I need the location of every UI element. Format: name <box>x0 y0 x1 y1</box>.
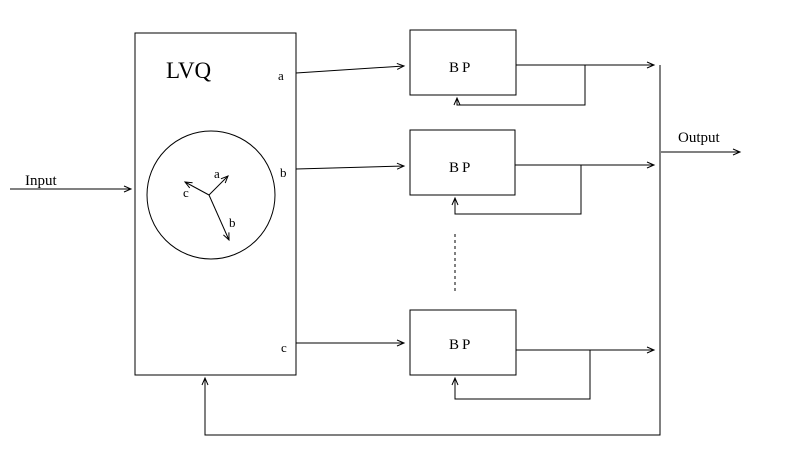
bp3-feedback-path <box>451 350 591 400</box>
bp3-box <box>409 309 517 376</box>
bp1-feedback-path <box>453 65 586 106</box>
lvq-port-a-label: a <box>278 68 284 83</box>
bp3-label: BP <box>449 337 473 353</box>
cluster-arrow-b <box>208 194 230 242</box>
port-b-to-bp2-line <box>295 162 406 170</box>
lvq-box <box>134 32 297 376</box>
lvq-port-b-label: b <box>280 165 287 180</box>
bp2-box <box>409 129 516 196</box>
cluster-circle <box>146 130 276 260</box>
lvq-title: LVQ <box>166 58 212 83</box>
global-feedback-path <box>201 65 661 436</box>
cluster-arrow-c <box>183 181 210 196</box>
bp1-label: BP <box>449 60 473 76</box>
lvq-port-c-label: c <box>281 340 287 355</box>
cluster-arrow-b-label: b <box>229 215 236 230</box>
output-label: Output <box>678 130 721 146</box>
bp2-feedback-path <box>451 165 582 215</box>
port-a-to-bp1-line <box>295 62 406 74</box>
cluster-arrow-a-label: a <box>214 166 220 181</box>
bp2-label: BP <box>449 160 473 176</box>
cluster-arrow-a <box>208 175 229 196</box>
cluster-arrow-c-label: c <box>183 185 189 200</box>
input-label: Input <box>25 173 57 189</box>
bp1-box <box>409 29 517 96</box>
